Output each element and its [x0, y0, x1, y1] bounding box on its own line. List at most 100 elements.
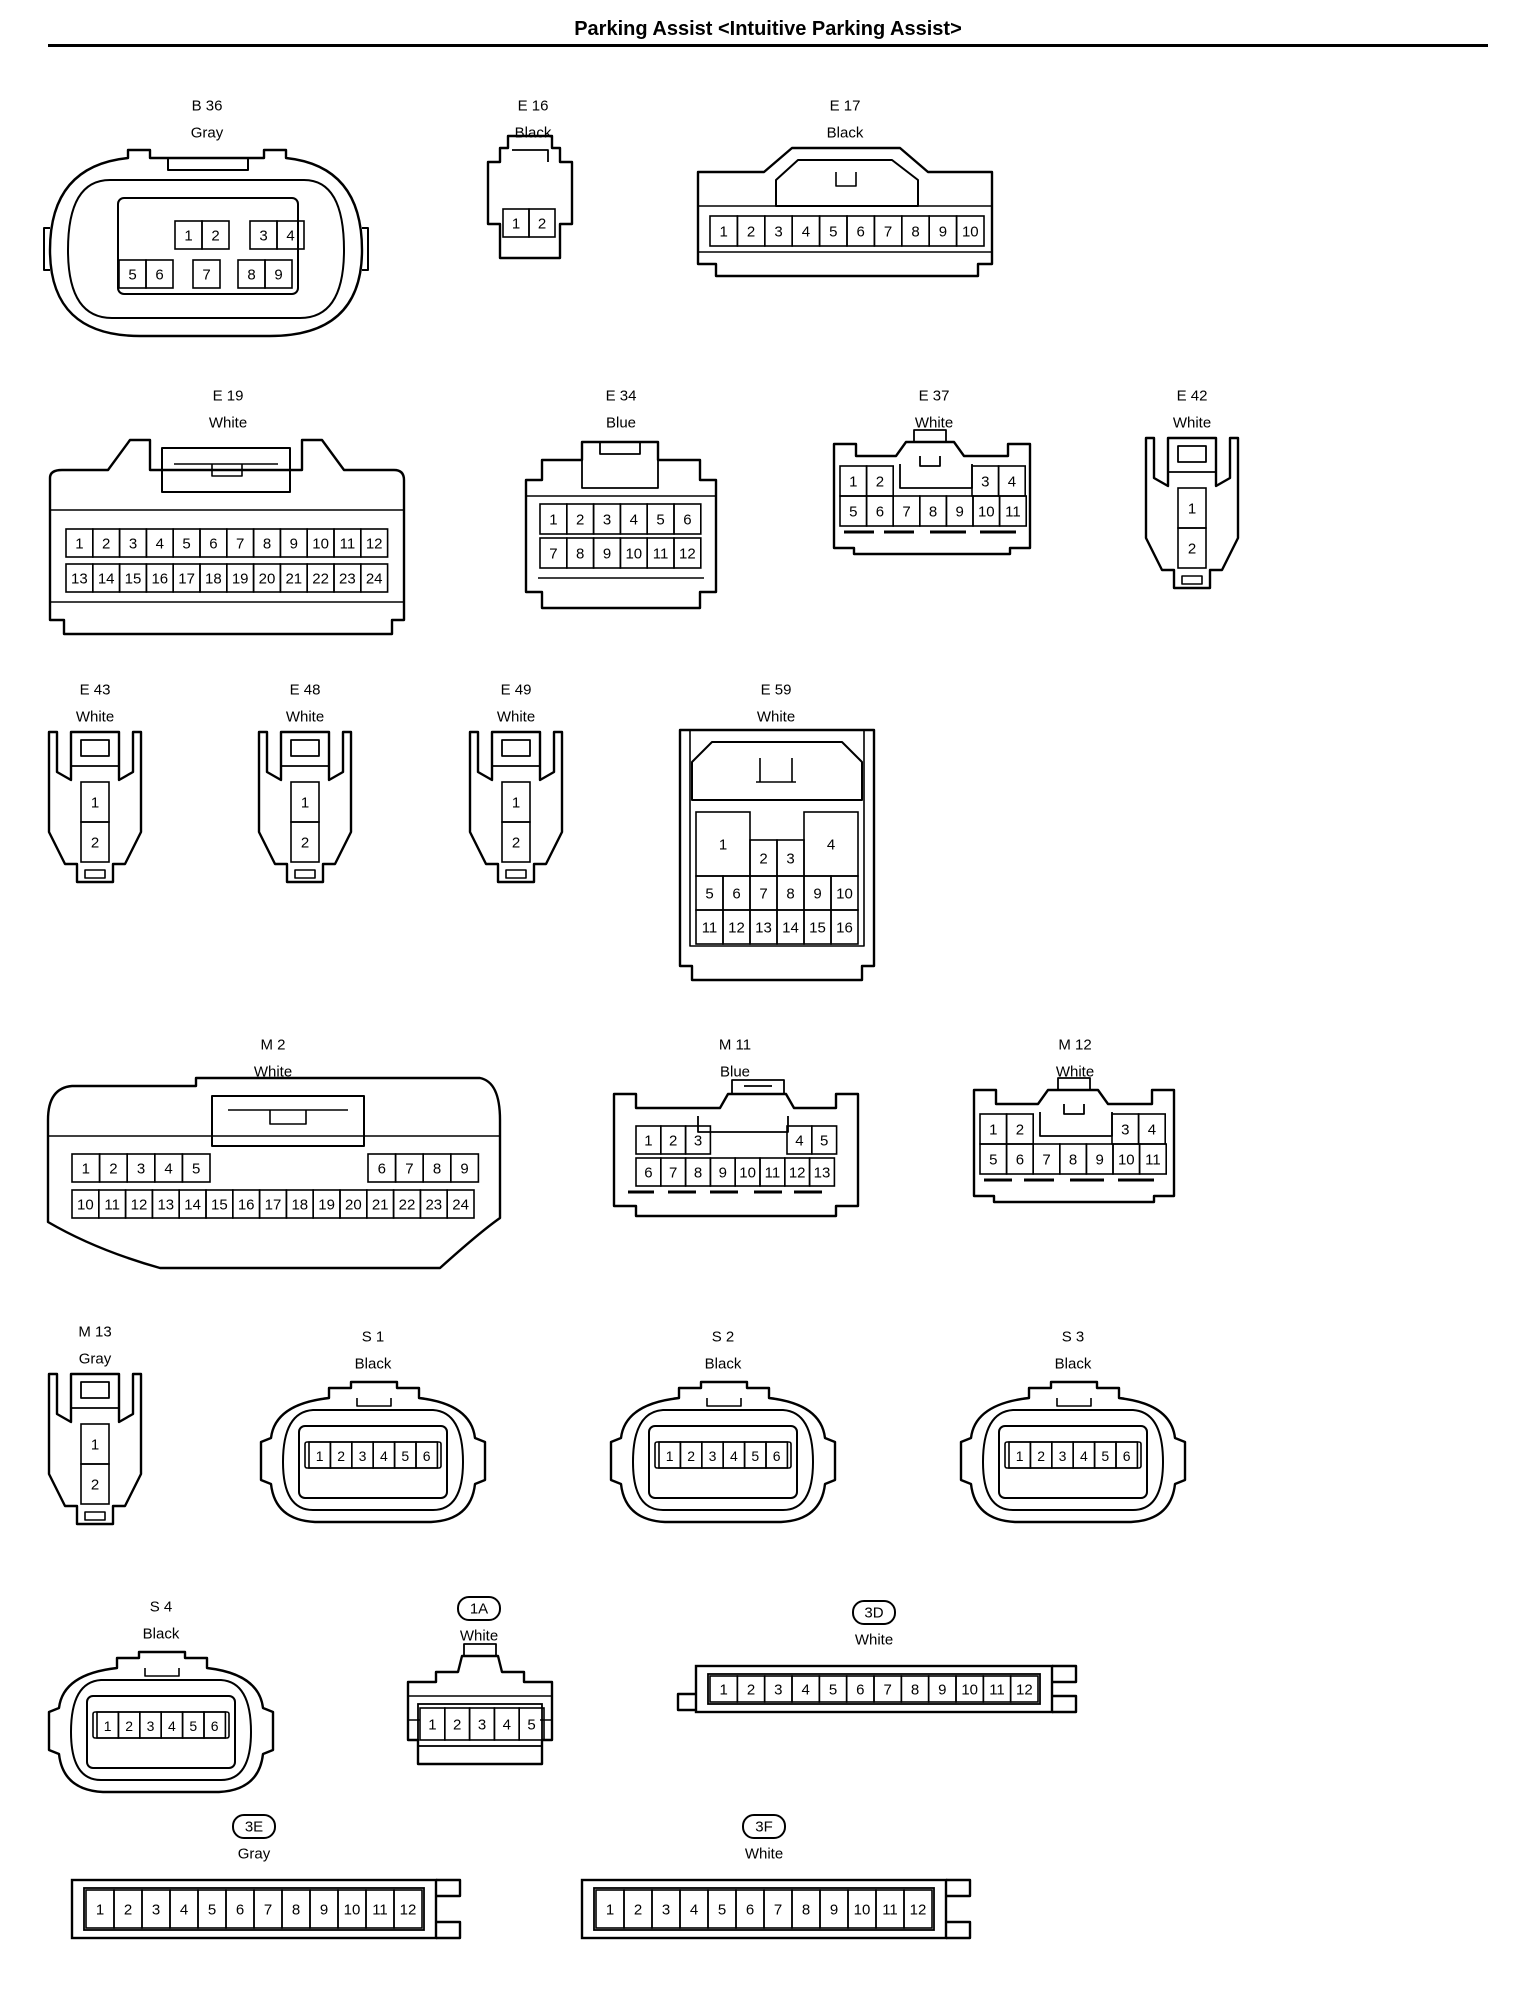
- pin: 6: [845, 1675, 875, 1703]
- pin: 4: [791, 1675, 821, 1703]
- pin-number: 19: [232, 571, 249, 588]
- pin-number: 6: [155, 267, 163, 284]
- connector-color: White: [76, 709, 114, 726]
- pin-number: 6: [856, 1682, 864, 1699]
- pin-number: 1: [184, 228, 192, 245]
- pin-number: 7: [759, 886, 767, 903]
- pin-number: 6: [746, 1902, 754, 1919]
- connector-code: M 2: [260, 1037, 285, 1054]
- pin-number: 1: [666, 1448, 674, 1464]
- pin-number: 14: [98, 571, 115, 588]
- pin-number: 3: [694, 1133, 702, 1150]
- pin: 3: [592, 503, 622, 535]
- pin: 6: [1115, 1441, 1139, 1469]
- pin: 7: [226, 528, 255, 558]
- pin-number: 4: [730, 1448, 738, 1464]
- pin-number: 10: [1118, 1152, 1135, 1169]
- pin: 10: [1112, 1143, 1141, 1175]
- connector-code: M 12: [1058, 1037, 1091, 1054]
- pin: 1: [71, 1153, 101, 1183]
- pin-number: 8: [247, 267, 255, 284]
- connector-code: E 16: [518, 98, 549, 115]
- pin-number: 23: [339, 571, 356, 588]
- pin-number: 1: [606, 1902, 614, 1919]
- connector-color: White: [915, 415, 953, 432]
- pin-number: 2: [102, 536, 110, 553]
- pin-number: 3: [478, 1717, 486, 1734]
- pin: 3: [126, 1153, 156, 1183]
- pin-number: 7: [1042, 1152, 1050, 1169]
- pin: 4: [1137, 1113, 1166, 1145]
- pin-number: 6: [378, 1161, 386, 1178]
- pin-number: 4: [802, 224, 810, 241]
- pin-number: 2: [634, 1902, 642, 1919]
- pin: 11: [646, 537, 675, 569]
- pin: 4: [154, 1153, 184, 1183]
- pin: 6: [199, 528, 228, 558]
- pin: 18: [199, 563, 228, 593]
- pin-number: 4: [1008, 474, 1016, 491]
- pin: 1: [65, 528, 94, 558]
- pin: 11: [875, 1889, 905, 1929]
- pin-number: 10: [344, 1902, 361, 1919]
- pin-number: 8: [433, 1161, 441, 1178]
- connector-code: S 4: [150, 1599, 173, 1616]
- connector-code: E 59: [761, 682, 792, 699]
- pin-number: 11: [1145, 1152, 1161, 1169]
- pin: 8: [565, 537, 595, 569]
- pin-number: 1: [316, 1448, 324, 1464]
- connector-color: Gray: [238, 1846, 271, 1863]
- pin: 5: [1093, 1441, 1117, 1469]
- pin-number: 6: [211, 1718, 219, 1734]
- pin: 8: [900, 215, 930, 247]
- pin: 1: [85, 1889, 115, 1929]
- pin: 1: [658, 1441, 682, 1469]
- pin: 6: [735, 1889, 765, 1929]
- pin: 8: [252, 528, 282, 558]
- pin-number: 11: [340, 536, 356, 553]
- pin: 7: [192, 259, 221, 289]
- pin: 6: [673, 503, 702, 535]
- pin-number: 1: [849, 474, 857, 491]
- pin-number: 6: [644, 1165, 652, 1182]
- pin: 10: [306, 528, 335, 558]
- pin: 10: [734, 1157, 761, 1187]
- connector-color: White: [460, 1628, 498, 1645]
- pin-number: 9: [320, 1902, 328, 1919]
- connector-color: White: [855, 1632, 893, 1649]
- pin-number: 1: [1188, 501, 1196, 518]
- pin-number: 1: [720, 224, 728, 241]
- pin: 7: [763, 1889, 793, 1929]
- pin: 4: [791, 215, 821, 247]
- pin-number: 3: [774, 224, 782, 241]
- connector-color: Blue: [720, 1064, 750, 1081]
- pin-number: 16: [151, 571, 168, 588]
- pin-number: 9: [274, 267, 282, 284]
- pin: 12: [359, 528, 389, 558]
- pin-number: 13: [157, 1197, 174, 1214]
- connector-color: Black: [1055, 1356, 1092, 1373]
- pin: 8: [1059, 1143, 1088, 1175]
- connector-color: White: [254, 1064, 292, 1081]
- pin-number: 1: [512, 795, 520, 812]
- pin-number: 8: [802, 1902, 810, 1919]
- pin-number: 1: [428, 1717, 436, 1734]
- pin: 15: [118, 563, 148, 593]
- pin-number: 12: [910, 1902, 927, 1919]
- pin: 6: [846, 215, 876, 247]
- pin: 5: [979, 1143, 1008, 1175]
- pin: 1: [1008, 1441, 1032, 1469]
- connector-color: White: [757, 709, 795, 726]
- pin-number: 2: [512, 835, 520, 852]
- pin: 9: [803, 875, 832, 911]
- pin: 3: [763, 1675, 793, 1703]
- pin-number: 17: [265, 1197, 282, 1214]
- pin-number: 5: [527, 1717, 535, 1734]
- pin-number: 6: [683, 512, 691, 529]
